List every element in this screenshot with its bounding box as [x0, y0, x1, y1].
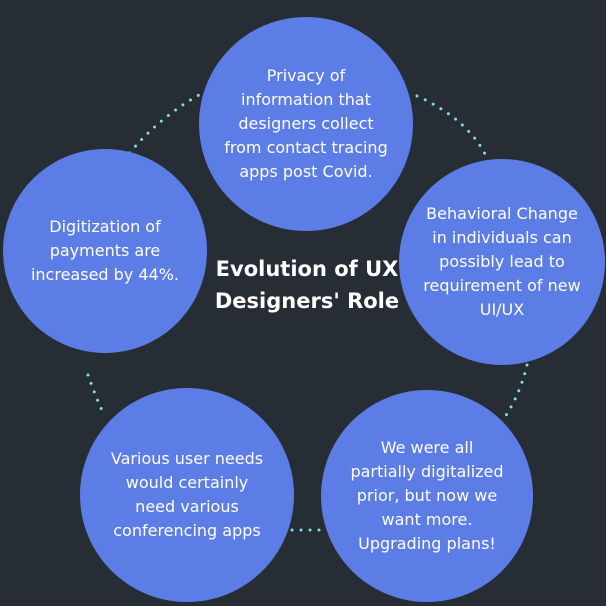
bubble-digitization: Digitization of payments are increased b… [3, 149, 207, 353]
bubble-privacy-line: Privacy of [266, 66, 346, 85]
center-title-line-2: Designers' Role [214, 289, 400, 313]
bubble-user-needs-line: need various [135, 497, 239, 516]
bubble-user-needs-line: conferencing apps [113, 521, 261, 540]
bubble-user-needs: Various user needs would certainly need … [80, 388, 294, 602]
bubble-privacy-line: information that [241, 90, 371, 109]
bubble-behavioral-change-line: requirement of new [423, 276, 581, 295]
bubble-user-needs-line: would certainly [125, 473, 249, 492]
bubble-upgrading-plans-line: Upgrading plans! [358, 534, 496, 553]
bubble-upgrading-plans-line: partially digitalized [350, 462, 504, 481]
center-title-line-1: Evolution of UX [215, 257, 399, 281]
bubble-upgrading-plans: We were all partially digitalized prior,… [321, 390, 533, 602]
bubble-behavioral-change-line: UI/UX [479, 300, 525, 319]
bubble-digitization-text: Digitization of payments are increased b… [31, 215, 179, 287]
bubble-privacy-text: Privacy of information that designers co… [224, 64, 387, 184]
bubble-behavioral-change-text: Behavioral Change in individuals can pos… [423, 202, 580, 322]
bubble-upgrading-plans-text: We were all partially digitalized prior,… [350, 436, 503, 556]
bubble-privacy-line: from contact tracing [224, 138, 388, 157]
connector-left-top [122, 93, 201, 162]
bubble-digitization-line: payments are [49, 241, 161, 260]
bubble-privacy: Privacy of information that designers co… [199, 17, 413, 231]
bubble-digitization-line: Digitization of [49, 217, 161, 236]
bubble-digitization-line: increased by 44%. [30, 265, 180, 284]
connector-left-bottomleft [86, 373, 106, 417]
bubble-user-needs-line: Various user needs [110, 449, 264, 468]
bubble-upgrading-plans-line: prior, but now we [356, 486, 498, 505]
center-title: Evolution of UX Designers' Role [207, 253, 407, 317]
bubble-upgrading-plans-line: We were all [380, 438, 474, 457]
connector-top-right [415, 94, 490, 162]
bubble-behavioral-change-line: in individuals can [432, 228, 572, 247]
bubble-user-needs-text: Various user needs would certainly need … [111, 447, 263, 543]
bubble-behavioral-change-line: possibly lead to [439, 252, 565, 271]
bubble-privacy-line: designers collect [238, 114, 374, 133]
bubble-upgrading-plans-line: want more. [381, 510, 473, 529]
bubble-privacy-line: apps post Covid. [239, 162, 373, 181]
bubble-behavioral-change-line: Behavioral Change [426, 204, 578, 223]
bubble-behavioral-change: Behavioral Change in individuals can pos… [399, 159, 605, 365]
connector-right-bottomright [501, 363, 529, 422]
